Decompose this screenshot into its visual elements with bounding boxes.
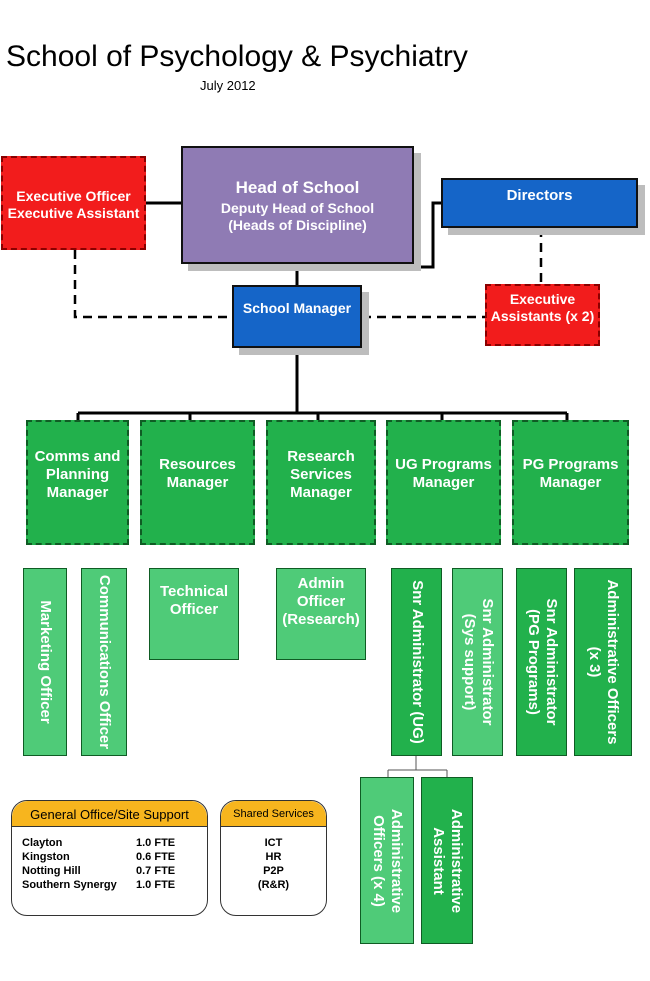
school-manager-label: School Manager <box>242 300 352 316</box>
head-of-school-box: Head of School Deputy Head of School (He… <box>181 146 414 264</box>
technical-officer-box: Technical Officer <box>149 568 239 660</box>
ug-programs-manager-label: UG Programs Manager <box>395 456 492 491</box>
shared-services-title: Shared Services <box>221 801 326 827</box>
shared-service-item: (R&R) <box>257 879 290 891</box>
snr-administrator-ug-box: Snr Administrator (UG) <box>391 568 442 756</box>
general-office-panel: General Office/Site Support Clayton 1.0 … <box>11 800 208 916</box>
admin-officer-research-box: Admin Officer (Research) <box>276 568 366 660</box>
office-fte: 0.6 FTE <box>136 851 176 863</box>
shared-services-panel: Shared Services ICT HR P2P (R&R) <box>220 800 327 916</box>
snr-administrator-pg-box: Snr Administrator (PG Programs) <box>516 568 567 756</box>
snr-administrator-pg-label-2: (PG Programs) <box>524 609 542 715</box>
general-office-title: General Office/Site Support <box>12 801 207 827</box>
heads-of-discipline-label: (Heads of Discipline) <box>228 217 367 234</box>
office-row: Notting Hill 0.7 FTE <box>22 865 207 879</box>
shared-services-list: ICT HR P2P (R&R) <box>221 827 326 893</box>
directors-box: Directors <box>441 178 638 228</box>
deputy-head-label: Deputy Head of School <box>220 200 375 217</box>
administrative-officers-pg-text: Administrative Officers (x 3) <box>585 579 621 744</box>
comms-planning-manager-label: Comms and Planning Manager <box>34 448 121 501</box>
comms-planning-manager-box: Comms and Planning Manager <box>26 420 129 545</box>
office-site: Notting Hill <box>22 865 81 877</box>
general-office-list: Clayton 1.0 FTE Kingston 0.6 FTE Notting… <box>12 827 207 893</box>
office-site: Clayton <box>22 837 63 849</box>
office-site: Kingston <box>22 851 70 863</box>
snr-administrator-ug-label: Snr Administrator (UG) <box>408 580 426 744</box>
directors-label: Directors <box>506 187 573 204</box>
office-fte: 0.7 FTE <box>136 865 176 877</box>
executive-assistants-label-2: Assistants (x 2) <box>490 307 595 324</box>
page-date: July 2012 <box>200 78 256 93</box>
snr-administrator-pg-text: Snr Administrator (PG Programs) <box>524 599 560 726</box>
executive-assistant-label: Executive Assistant <box>7 204 140 221</box>
head-of-school-label: Head of School <box>235 178 360 197</box>
executive-assistants-label-1: Executive <box>509 291 576 307</box>
office-fte: 1.0 FTE <box>136 837 176 849</box>
shared-service-item: ICT <box>264 837 283 849</box>
administrative-officers-ug-text: Administrative Officers (x 4) <box>369 808 405 912</box>
office-row: Southern Synergy 1.0 FTE <box>22 879 207 893</box>
administrative-officers-ug-label-1: Administrative <box>388 808 405 913</box>
administrative-officers-pg-label-1: Administrative Officers <box>604 579 621 745</box>
office-row: Kingston 0.6 FTE <box>22 851 207 865</box>
connector-head-directors <box>297 201 441 269</box>
administrative-assistant-label-2: Assistant <box>430 826 447 895</box>
office-site: Southern Synergy <box>22 879 117 891</box>
research-services-manager-label: Research Services Manager <box>287 448 355 501</box>
communications-officer-box: Communications Officer <box>81 568 127 756</box>
connector-exec-officer-manager <box>73 250 232 319</box>
marketing-officer-box: Marketing Officer <box>23 568 67 756</box>
shared-service-item: P2P <box>263 865 284 877</box>
technical-officer-label: Technical Officer <box>159 583 229 618</box>
communications-officer-label: Communications Officer <box>96 574 113 750</box>
administrative-officers-ug-label-2: Officers (x 4) <box>370 814 387 907</box>
pg-programs-manager-box: PG Programs Manager <box>512 420 629 545</box>
resources-manager-label: Resources Manager <box>159 456 236 491</box>
administrative-officers-ug-box: Administrative Officers (x 4) <box>360 777 414 944</box>
snr-administrator-sys-box: Snr Administrator (Sys support) <box>452 568 503 756</box>
administrative-officers-pg-box: Administrative Officers (x 3) <box>574 568 632 756</box>
ug-programs-manager-box: UG Programs Manager <box>386 420 501 545</box>
shared-service-item: HR <box>265 851 282 863</box>
administrative-assistant-label-1: Administrative <box>448 808 465 913</box>
snr-administrator-sys-label-1: Snr Administrator <box>478 598 496 726</box>
administrative-assistant-text: Administrative Assistant <box>429 808 465 912</box>
marketing-officer-label: Marketing Officer <box>37 600 54 724</box>
administrative-assistant-box: Administrative Assistant <box>421 777 473 944</box>
executive-officer-box: Executive Officer Executive Assistant <box>1 156 146 250</box>
snr-administrator-pg-label-1: Snr Administrator <box>542 598 560 726</box>
page-title: School of Psychology & Psychiatry <box>6 40 468 73</box>
office-row: Clayton 1.0 FTE <box>22 837 207 851</box>
pg-programs-manager-label: PG Programs Manager <box>522 456 619 491</box>
snr-administrator-sys-label-2: (Sys support) <box>460 613 478 711</box>
office-fte: 1.0 FTE <box>136 879 176 891</box>
administrative-officers-pg-label-2: (x 3) <box>586 646 603 678</box>
executive-officer-label: Executive Officer <box>16 188 131 204</box>
snr-administrator-sys-text: Snr Administrator (Sys support) <box>460 599 496 726</box>
executive-assistants-box: Executive Assistants (x 2) <box>485 284 600 346</box>
school-manager-box: School Manager <box>232 285 362 348</box>
admin-officer-research-label: Admin Officer (Research) <box>282 575 360 628</box>
research-services-manager-box: Research Services Manager <box>266 420 376 545</box>
resources-manager-box: Resources Manager <box>140 420 255 545</box>
